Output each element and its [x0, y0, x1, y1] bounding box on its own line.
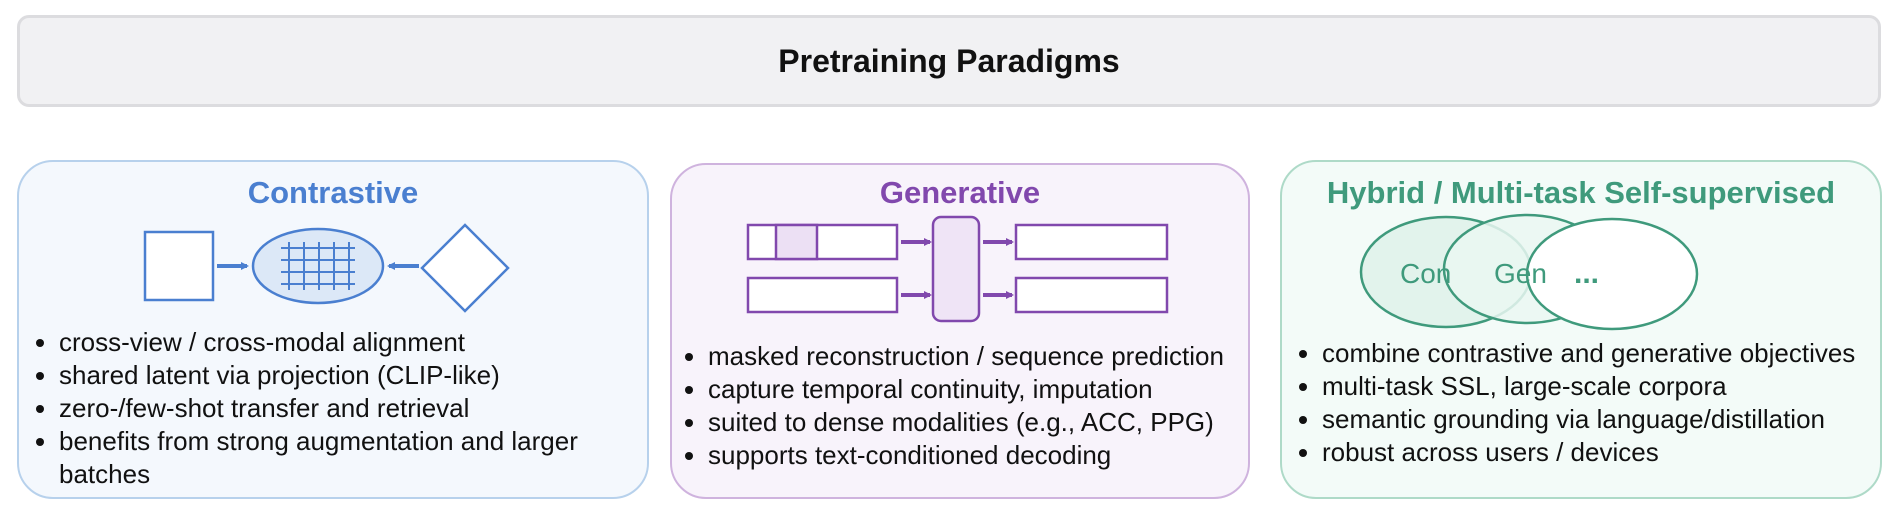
bullet-item: robust across users / devices [1322, 436, 1896, 469]
bullet-item: capture temporal continuity, imputation [708, 373, 1298, 406]
bullet-item: cross-view / cross-modal alignment [59, 326, 659, 359]
bullet-item: supports text-conditioned decoding [708, 439, 1298, 472]
contrastive-diagram [143, 223, 510, 313]
view-a-square [143, 230, 215, 302]
panel-title-contrastive: Contrastive [247, 175, 419, 210]
hybrid-venn-diagram: Con Gen ... [1359, 213, 1699, 331]
panel-title-generative: Generative [879, 175, 1041, 210]
contrastive-bullets: cross-view / cross-modal alignment share… [19, 326, 659, 491]
venn-label-gen: Gen [1494, 258, 1547, 289]
bullet-item: semantic grounding via language/distilla… [1322, 403, 1896, 436]
panel-contrastive: Contrastive cross-view / cross-modal ali… [17, 160, 649, 499]
bullet-item: benefits from strong augmentation and la… [59, 425, 659, 491]
generative-diagram [746, 215, 1169, 323]
output-sequence-bottom [1014, 276, 1169, 314]
bullet-item: combine contrastive and generative objec… [1322, 337, 1896, 370]
bullet-item: masked reconstruction / sequence predict… [708, 340, 1298, 373]
input-sequence-top [746, 223, 899, 261]
view-b-diamond [420, 223, 510, 313]
panel-title-hybrid: Hybrid / Multi-task Self-supervised [1326, 175, 1836, 210]
generative-bullets: masked reconstruction / sequence predict… [668, 340, 1298, 472]
panel-generative: Generative masked reconstruction / seque… [670, 163, 1250, 499]
panel-hybrid: Hybrid / Multi-task Self-supervised Con … [1280, 160, 1882, 499]
venn-circle-other [1525, 217, 1699, 331]
generative-model-block [931, 215, 981, 323]
hybrid-bullets: combine contrastive and generative objec… [1282, 337, 1896, 469]
venn-label-con: Con [1400, 258, 1451, 289]
venn-label-ellipsis: ... [1574, 257, 1599, 290]
bullet-item: multi-task SSL, large-scale corpora [1322, 370, 1896, 403]
input-sequence-bottom [746, 276, 899, 314]
output-sequence-top [1014, 223, 1169, 261]
masked-token [774, 223, 819, 261]
page-title: Pretraining Paradigms [778, 42, 1120, 79]
bullet-item: zero-/few-shot transfer and retrieval [59, 392, 659, 425]
bullet-item: shared latent via projection (CLIP-like) [59, 359, 659, 392]
bullet-item: suited to dense modalities (e.g., ACC, P… [708, 406, 1298, 439]
header-banner: Pretraining Paradigms [17, 15, 1881, 107]
latent-grid [281, 242, 355, 290]
